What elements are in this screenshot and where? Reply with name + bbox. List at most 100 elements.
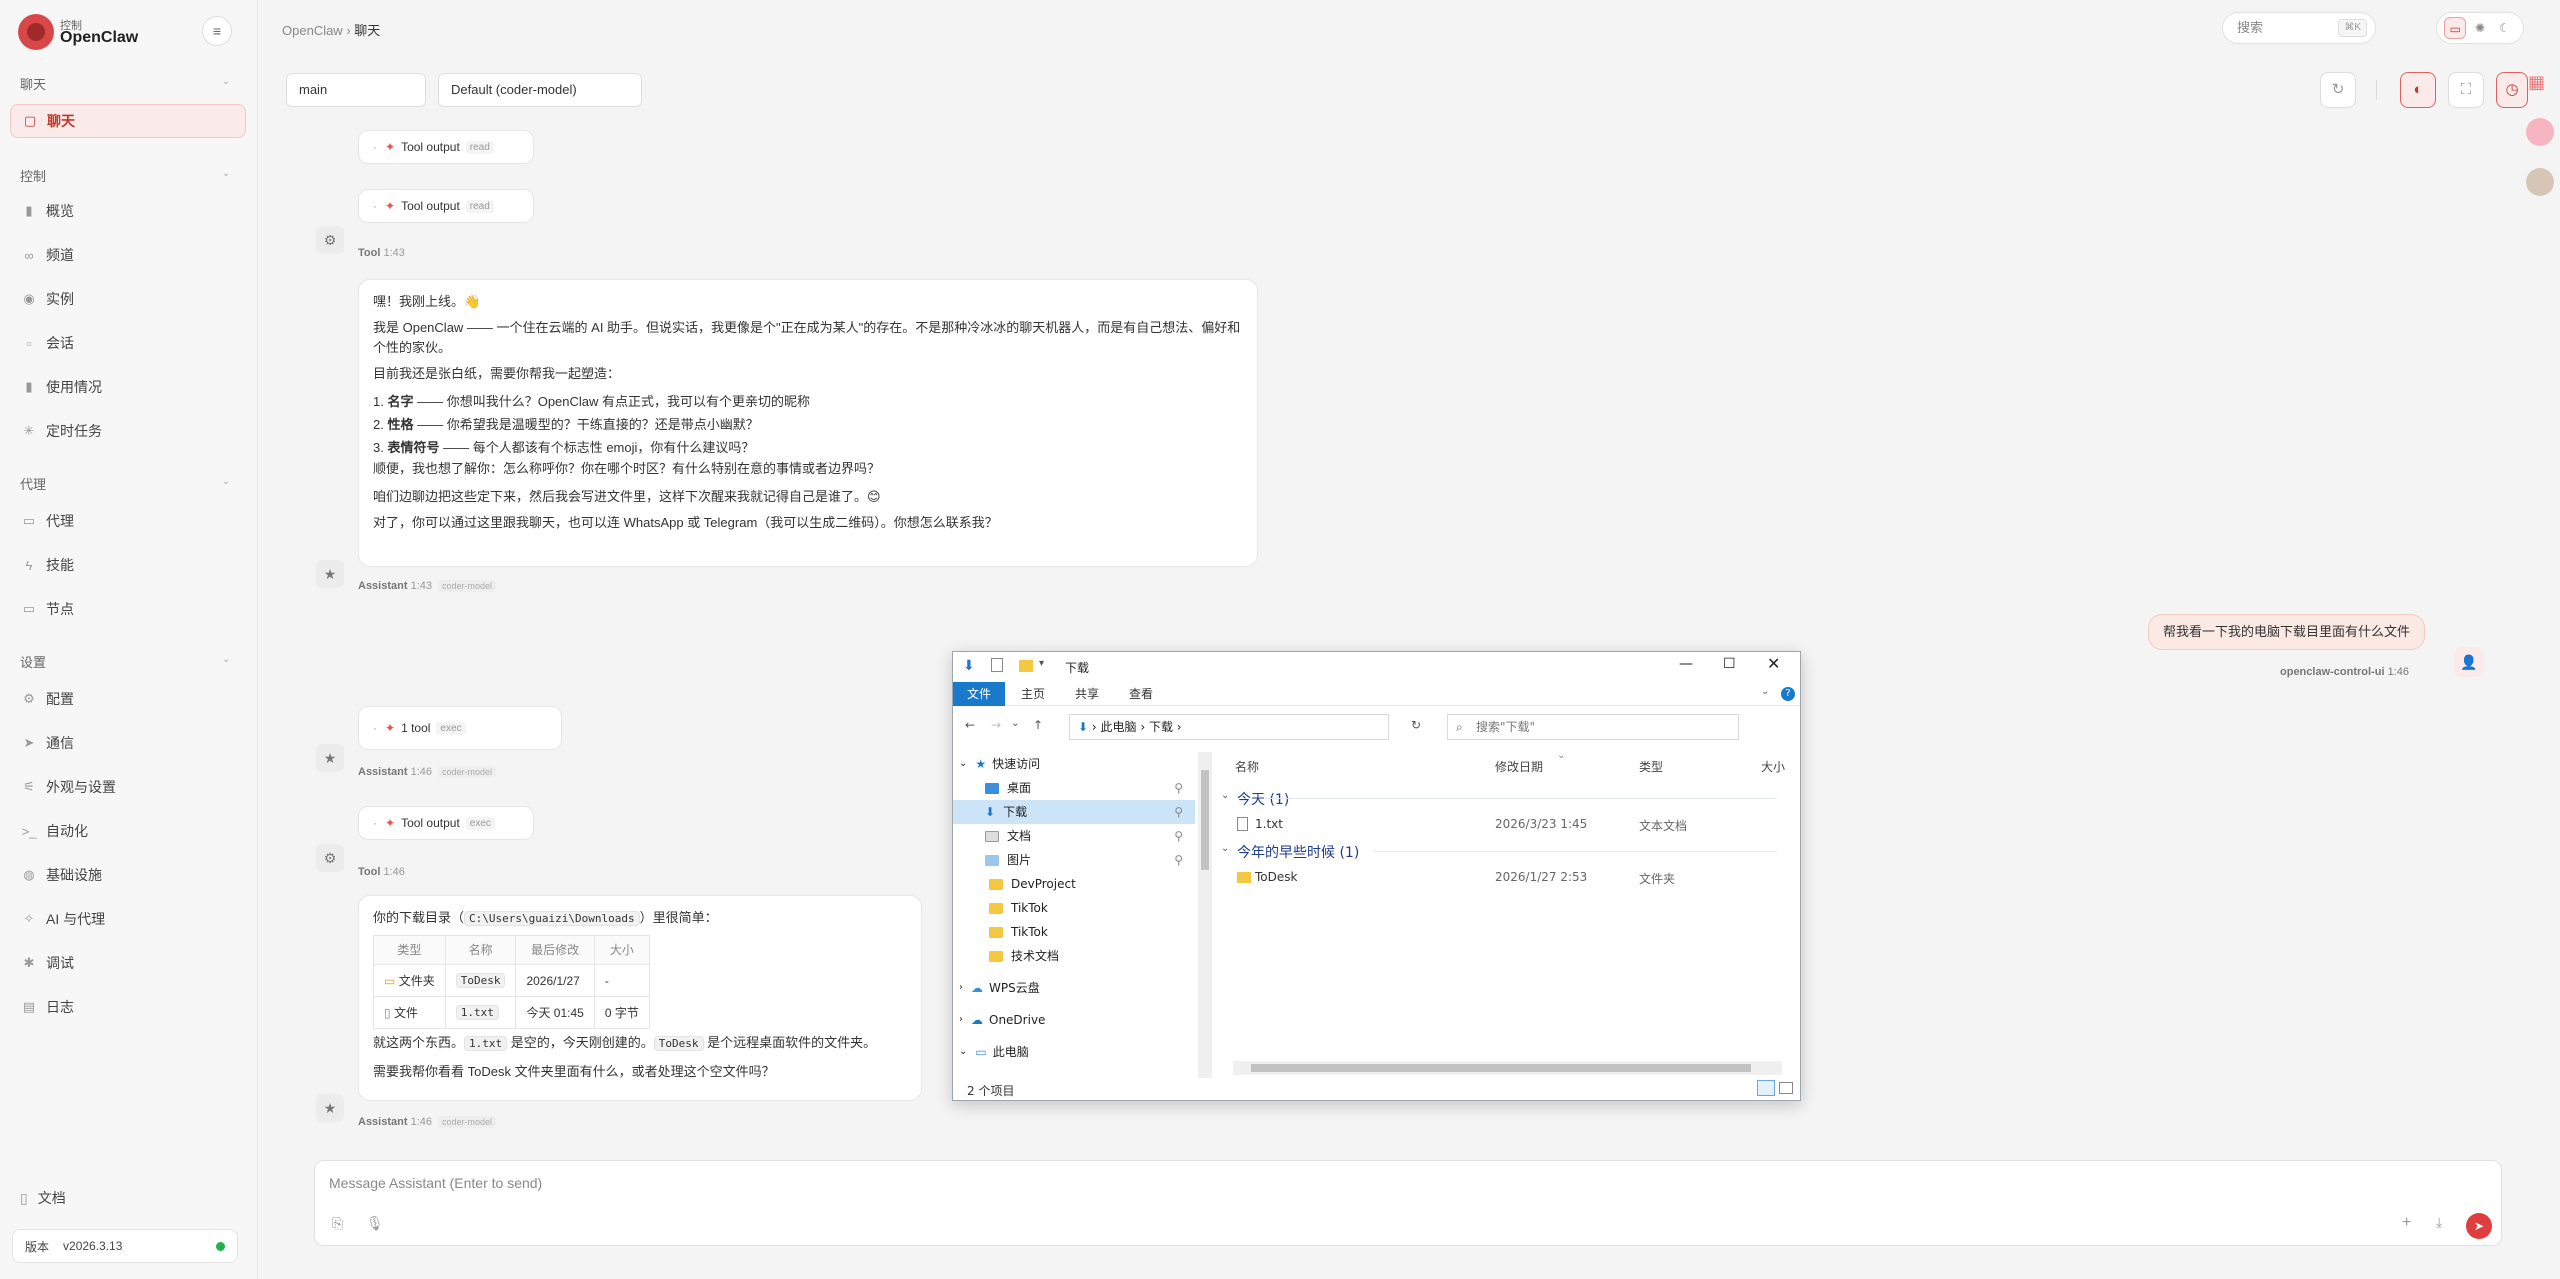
tree-item-quick-access[interactable]: ⌄★快速访问 bbox=[953, 752, 1195, 776]
sidebar-item-nodes[interactable]: ▭节点 bbox=[20, 592, 246, 626]
tree-item-folder[interactable]: TikTok bbox=[953, 896, 1195, 920]
chevron-down-icon[interactable]: ⌄ bbox=[222, 76, 231, 87]
sidebar-item-channels[interactable]: ∞频道 bbox=[20, 238, 246, 272]
focus-button[interactable]: ⛶ bbox=[2448, 72, 2484, 108]
minimize-icon[interactable]: — bbox=[1679, 656, 1693, 672]
avatar[interactable] bbox=[2526, 168, 2554, 196]
sidebar-item-cron[interactable]: ✳定时任务 bbox=[20, 414, 246, 448]
thinking-toggle-button[interactable]: ◐ bbox=[2400, 72, 2436, 108]
group-header[interactable]: 今年的早些时候 (1) bbox=[1237, 845, 1360, 861]
sidebar-item-overview[interactable]: ▮概览 bbox=[20, 194, 246, 228]
tab-file[interactable]: 文件 bbox=[953, 682, 1006, 706]
message-composer[interactable]: Message Assistant (Enter to send) bbox=[314, 1160, 2502, 1246]
docs-link[interactable]: ▯文档 bbox=[20, 1186, 66, 1210]
tab-home[interactable]: 主页 bbox=[1021, 687, 1046, 701]
sidebar-item-instances[interactable]: ◉实例 bbox=[20, 282, 246, 316]
mic-icon[interactable]: 🎙 bbox=[366, 1215, 384, 1231]
attach-icon[interactable]: ⎘ bbox=[332, 1215, 344, 1231]
back-arrow-icon[interactable]: ← bbox=[965, 718, 976, 732]
chevron-down-icon[interactable]: ⌄ bbox=[1761, 686, 1770, 697]
search-input[interactable]: 搜索⌘K bbox=[2222, 12, 2376, 44]
section-agents[interactable]: 代理 bbox=[20, 477, 47, 492]
model-select[interactable]: Default (coder-model) bbox=[438, 73, 642, 107]
session-select[interactable]: main bbox=[286, 73, 426, 107]
scrollbar-thumb[interactable] bbox=[1251, 1064, 1751, 1072]
tree-item-documents[interactable]: 文档⚲ bbox=[953, 824, 1195, 848]
sidebar-item-debug[interactable]: ✱调试 bbox=[20, 946, 246, 980]
new-folder-icon[interactable] bbox=[1019, 660, 1033, 672]
sidebar-item-communication[interactable]: ➤通信 bbox=[20, 726, 246, 760]
chevron-down-icon[interactable]: ⌄ bbox=[222, 654, 231, 665]
tree-item-pictures[interactable]: 图片⚲ bbox=[953, 848, 1195, 872]
refresh-icon[interactable]: ↻ bbox=[1411, 718, 1422, 732]
help-icon[interactable]: ? bbox=[1781, 687, 1795, 701]
sidebar-item-chat[interactable]: ▢聊天 bbox=[10, 104, 246, 138]
menu-toggle-button[interactable]: ≡ bbox=[202, 16, 232, 46]
download-icon[interactable]: ⤓ bbox=[2436, 1214, 2443, 1230]
scrollbar[interactable] bbox=[1198, 752, 1212, 1078]
properties-icon[interactable] bbox=[991, 658, 1003, 672]
chevron-down-icon[interactable]: ⌄ bbox=[1221, 790, 1230, 801]
forward-arrow-icon[interactable]: → bbox=[991, 718, 1002, 732]
tree-item-desktop[interactable]: 桌面⚲ bbox=[953, 776, 1195, 800]
tree-item-folder[interactable]: 技术文档 bbox=[953, 944, 1195, 968]
chevron-down-icon[interactable]: ⌄ bbox=[1221, 843, 1230, 854]
cron-button[interactable]: ◷ bbox=[2496, 72, 2528, 108]
tree-item-folder[interactable]: TikTok bbox=[953, 920, 1195, 944]
tab-share[interactable]: 共享 bbox=[1075, 687, 1100, 701]
avatar[interactable] bbox=[2526, 118, 2554, 146]
sidebar-item-appearance[interactable]: ⚟外观与设置 bbox=[20, 770, 246, 804]
address-segment[interactable]: 下载 bbox=[1148, 720, 1173, 734]
tree-item-onedrive[interactable]: ›☁OneDrive bbox=[953, 1008, 1195, 1032]
tree-item-wps-cloud[interactable]: ›☁WPS云盘 bbox=[953, 976, 1195, 1000]
sidebar-item-usage[interactable]: ▮使用情况 bbox=[20, 370, 246, 404]
tree-item-this-pc[interactable]: ⌄▭此电脑 bbox=[953, 1040, 1195, 1064]
sun-icon[interactable]: ✺ bbox=[2474, 21, 2486, 35]
sidebar-item-automation[interactable]: >_自动化 bbox=[20, 814, 246, 848]
section-settings[interactable]: 设置 bbox=[20, 655, 47, 670]
file-name[interactable]: 1.txt bbox=[1255, 817, 1283, 831]
sidebar-item-agents[interactable]: ▭代理 bbox=[20, 504, 246, 538]
recent-dropdown-icon[interactable]: ⌄ bbox=[1011, 718, 1020, 729]
file-explorer-window[interactable]: ⬇ ▾ 下载 — ☐ ✕ 文件 主页 共享 查看 ⌄ ? ← → ⌄ ↑ ⬇ ›… bbox=[952, 651, 1801, 1101]
section-control[interactable]: 控制 bbox=[20, 169, 47, 184]
address-segment[interactable]: 此电脑 bbox=[1100, 720, 1137, 734]
column-header-date[interactable]: 修改日期 bbox=[1495, 760, 1544, 774]
column-header-size[interactable]: 大小 bbox=[1761, 760, 1786, 774]
send-button[interactable]: ➤ bbox=[2466, 1213, 2492, 1239]
tab-view[interactable]: 查看 bbox=[1129, 687, 1154, 701]
monitor-icon[interactable]: ▭ bbox=[2444, 17, 2467, 39]
scrollbar-thumb[interactable] bbox=[1201, 770, 1209, 870]
horizontal-scrollbar[interactable] bbox=[1233, 1061, 1782, 1075]
window-titlebar[interactable]: ⬇ ▾ 下载 — ☐ ✕ bbox=[953, 652, 1800, 682]
tiles-view-icon[interactable] bbox=[1779, 1082, 1793, 1094]
sidebar-item-logs[interactable]: ▤日志 bbox=[20, 990, 246, 1024]
column-header-name[interactable]: 名称 bbox=[1235, 760, 1260, 774]
plus-icon[interactable]: + bbox=[2402, 1214, 2412, 1231]
group-header[interactable]: 今天 (1) bbox=[1237, 792, 1290, 808]
address-bar[interactable]: ⬇ › 此电脑 › 下载 › bbox=[1069, 714, 1389, 740]
chevron-down-icon[interactable]: ⌄ bbox=[222, 476, 231, 487]
grid-icon[interactable]: ▦ bbox=[2528, 72, 2546, 92]
sidebar-item-sessions[interactable]: ▫会话 bbox=[20, 326, 246, 360]
section-chat[interactable]: 聊天 bbox=[20, 77, 47, 92]
up-arrow-icon[interactable]: ↑ bbox=[1033, 718, 1044, 732]
refresh-button[interactable]: ↻ bbox=[2320, 72, 2356, 108]
search-input[interactable]: 搜索"下载"⌕ bbox=[1447, 714, 1739, 740]
sidebar-item-ai-agents[interactable]: ✧AI 与代理 bbox=[20, 902, 246, 936]
tree-item-downloads[interactable]: ⬇下载⚲ bbox=[953, 800, 1195, 824]
quick-access-dropdown-icon[interactable]: ▾ bbox=[1039, 658, 1045, 669]
tree-item-folder[interactable]: DevProject bbox=[953, 872, 1195, 896]
maximize-icon[interactable]: ☐ bbox=[1723, 656, 1736, 672]
file-name[interactable]: ToDesk bbox=[1255, 870, 1298, 884]
sidebar-item-config[interactable]: ⚙配置 bbox=[20, 682, 246, 716]
moon-icon[interactable]: ☾ bbox=[2499, 21, 2511, 35]
breadcrumb-root[interactable]: OpenClaw bbox=[282, 23, 343, 38]
details-view-icon[interactable] bbox=[1757, 1080, 1775, 1096]
column-header-type[interactable]: 类型 bbox=[1639, 760, 1664, 774]
close-icon[interactable]: ✕ bbox=[1767, 654, 1781, 673]
